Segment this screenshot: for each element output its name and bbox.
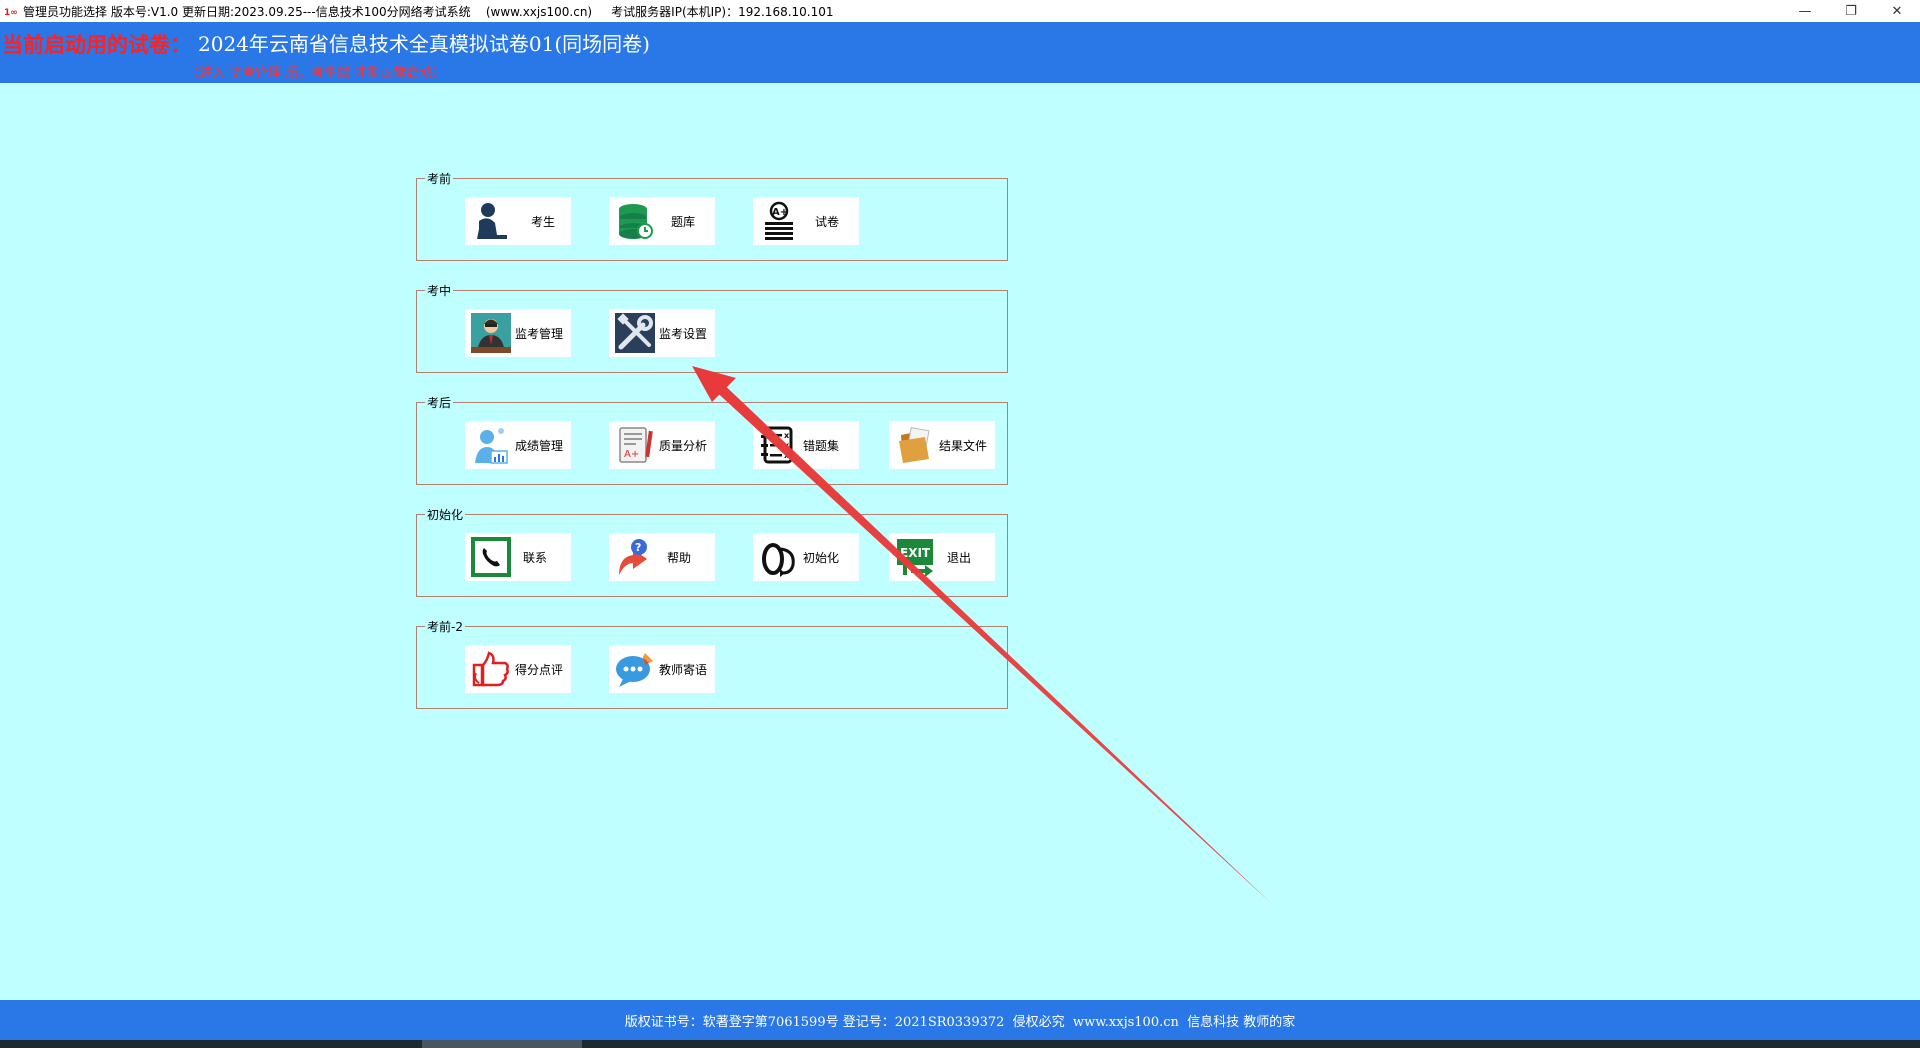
footer-bar: 版权证书号：软著登字第7061599号 登记号：2021SR0339372 侵权… xyxy=(0,1000,1920,1040)
svg-text:A+: A+ xyxy=(624,449,639,460)
tile-label: 成绩管理 xyxy=(515,438,564,453)
svg-text:x: x xyxy=(784,441,790,450)
result-files-button[interactable]: 结果文件 xyxy=(889,421,995,469)
score-review-button[interactable]: 得分点评 xyxy=(465,645,571,693)
window-controls: — ❐ ✕ xyxy=(1782,0,1920,22)
initialize-button[interactable]: 初始化 xyxy=(753,533,859,581)
active-paper-label: 当前启动用的试卷： xyxy=(2,32,191,57)
exam-paper-icon: A+ xyxy=(757,199,801,243)
taskbar xyxy=(0,1040,1920,1048)
group-title: 考中 xyxy=(425,282,454,299)
tile-label: 联系 xyxy=(523,550,548,565)
group-title: 考后 xyxy=(425,394,454,411)
svg-text:EXIT: EXIT xyxy=(900,546,931,560)
exit-icon: EXIT xyxy=(893,535,937,579)
help-icon: ? xyxy=(613,535,657,579)
group-before-exam: 考前 考生 题库 A+ 试卷 xyxy=(416,170,1008,261)
group-during-exam: 考中 监考管理 监考设置 xyxy=(416,282,1008,373)
tile-label: 结果文件 xyxy=(939,438,988,453)
exit-button[interactable]: EXIT 退出 xyxy=(889,533,995,581)
tile-label: 监考管理 xyxy=(515,326,564,341)
close-button[interactable]: ✕ xyxy=(1891,3,1903,19)
phone-icon xyxy=(469,535,513,579)
minimize-button[interactable]: — xyxy=(1798,3,1812,19)
svg-text:x: x xyxy=(784,431,790,440)
tile-label: 考生 xyxy=(531,214,556,229)
question-bank-button[interactable]: 题库 xyxy=(609,197,715,245)
tile-label: 帮助 xyxy=(667,550,692,565)
tile-label: 题库 xyxy=(671,214,696,229)
header-banner: 当前启动用的试卷： 2024年云南省信息技术全真模拟试卷01(同场同卷) （进入… xyxy=(0,22,1920,83)
database-icon xyxy=(613,199,657,243)
tile-label: 初始化 xyxy=(803,550,840,565)
exam-paper-button[interactable]: A+ 试卷 xyxy=(753,197,859,245)
student-button[interactable]: 考生 xyxy=(465,197,571,245)
score-management-button[interactable]: 成绩管理 xyxy=(465,421,571,469)
proctor-management-button[interactable]: 监考管理 xyxy=(465,309,571,357)
contact-button[interactable]: 联系 xyxy=(465,533,571,581)
copyright-text: 版权证书号：软著登字第7061599号 登记号：2021SR0339372 侵权… xyxy=(624,1014,1296,1030)
tile-label: 错题集 xyxy=(803,438,840,453)
tile-label: 退出 xyxy=(947,550,972,565)
group-title: 考前 xyxy=(425,170,454,187)
reset-icon xyxy=(757,535,801,579)
proctor-icon xyxy=(469,311,513,355)
app-logo-icon: 1∞ xyxy=(3,3,19,19)
report-icon: A+ xyxy=(613,423,657,467)
tile-label: 得分点评 xyxy=(515,662,564,677)
restore-button[interactable]: ❐ xyxy=(1845,3,1857,19)
window-titlebar: 1∞ 管理员功能选择 版本号:V1.0 更新日期:2023.09.25---信息… xyxy=(0,0,1920,22)
svg-text:x: x xyxy=(784,451,790,460)
window-title: 管理员功能选择 版本号:V1.0 更新日期:2023.09.25---信息技术1… xyxy=(23,4,834,19)
teacher-message-button[interactable]: 教师寄语 xyxy=(609,645,715,693)
tile-label: 教师寄语 xyxy=(659,662,708,677)
help-button[interactable]: ? 帮助 xyxy=(609,533,715,581)
startup-hint: （进入 监考管理 后，考生端 才能正常启动） xyxy=(186,66,446,81)
active-paper-title: 2024年云南省信息技术全真模拟试卷01(同场同卷) xyxy=(198,32,650,56)
tile-label: 试卷 xyxy=(815,214,840,229)
folder-icon xyxy=(893,423,937,467)
chat-bubble-icon xyxy=(613,647,657,691)
tools-icon xyxy=(613,311,657,355)
tile-label: 监考设置 xyxy=(659,326,708,341)
svg-text:?: ? xyxy=(635,541,641,554)
svg-text:1∞: 1∞ xyxy=(4,8,18,17)
taskbar-segment[interactable] xyxy=(422,1040,582,1048)
group-title: 考前-2 xyxy=(425,618,465,635)
quality-analysis-button[interactable]: A+ 质量分析 xyxy=(609,421,715,469)
student-icon xyxy=(469,199,513,243)
svg-text:A+: A+ xyxy=(772,207,788,218)
proctor-settings-button[interactable]: 监考设置 xyxy=(609,309,715,357)
group-before-exam-2: 考前-2 得分点评 教师寄语 xyxy=(416,618,1008,709)
thumbs-up-icon xyxy=(469,647,513,691)
group-initialize: 初始化 联系 ? 帮助 初始化 EXIT 退出 xyxy=(416,506,1008,597)
score-user-icon xyxy=(469,423,513,467)
group-title: 初始化 xyxy=(425,506,466,523)
tile-label: 质量分析 xyxy=(659,438,708,453)
